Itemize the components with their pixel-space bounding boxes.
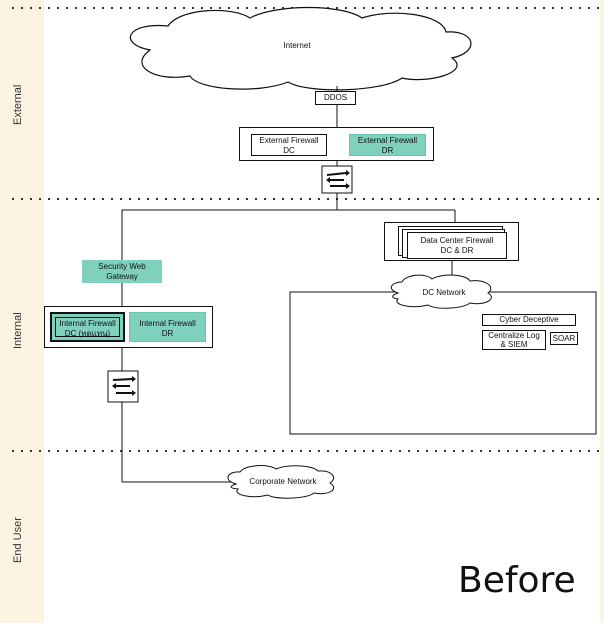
switch-icon-internal — [107, 370, 139, 403]
cyber-deceptive-label: Cyber Deceptive — [499, 315, 559, 324]
dc-firewall-line1: Data Center Firewall — [420, 236, 494, 245]
external-firewall-dc: External Firewall DC — [251, 134, 327, 156]
centralize-log-box: Centralize Log & SIEM — [482, 330, 546, 350]
switch-icon-external — [321, 165, 353, 194]
external-firewall-dr-line2: DR — [381, 146, 394, 155]
cyber-deceptive-box: Cyber Deceptive — [482, 314, 576, 326]
internal-firewall-dc: Internal Firewall DC (ทดแทน) — [50, 312, 125, 342]
internet-cloud-shape — [129, 6, 472, 91]
internal-firewall-dc-line1: Internal Firewall — [59, 319, 116, 328]
zone-label-internal: Internal — [12, 312, 24, 349]
dc-firewall: Data Center Firewall DC & DR — [407, 232, 507, 259]
internet-label: Internet — [283, 41, 311, 50]
zone-label-band — [0, 0, 44, 623]
corporate-network-cloud-shape — [227, 465, 335, 499]
security-web-gateway: Security Web Gateway — [82, 260, 162, 283]
ddos-box: DDOS — [315, 91, 356, 105]
external-firewall-dr-line1: External Firewall — [357, 136, 418, 145]
external-firewall-dc-line1: External Firewall — [259, 136, 319, 145]
soar-label: SOAR — [552, 334, 576, 343]
ddos-label: DDOS — [323, 93, 348, 102]
swg-line2: Gateway — [106, 272, 138, 281]
soar-box: SOAR — [550, 332, 578, 345]
corporate-network-label: Corporate Network — [249, 477, 317, 486]
before-caption: Before — [458, 560, 576, 601]
internal-firewall-dr-line1: Internal Firewall — [139, 319, 196, 328]
internal-firewall-dr-line2: DR — [161, 329, 174, 338]
dc-network-label: DC Network — [422, 288, 466, 297]
zone-label-external: External — [12, 84, 24, 125]
centralize-log-line2: & SIEM — [500, 340, 528, 349]
zone-label-end-user: End User — [12, 517, 24, 563]
dc-firewall-line2: DC & DR — [440, 246, 474, 255]
external-firewall-dr: External Firewall DR — [349, 134, 426, 156]
centralize-log-line1: Centralize Log — [488, 331, 540, 340]
external-firewall-dc-line2: DC — [283, 146, 295, 155]
swg-line1: Security Web — [98, 262, 146, 271]
right-margin-band — [600, 0, 604, 623]
internal-firewall-dc-line2: DC (ทดแทน) — [64, 329, 111, 338]
dc-network-cloud-shape — [390, 274, 492, 309]
internal-firewall-dr: Internal Firewall DR — [129, 312, 206, 342]
